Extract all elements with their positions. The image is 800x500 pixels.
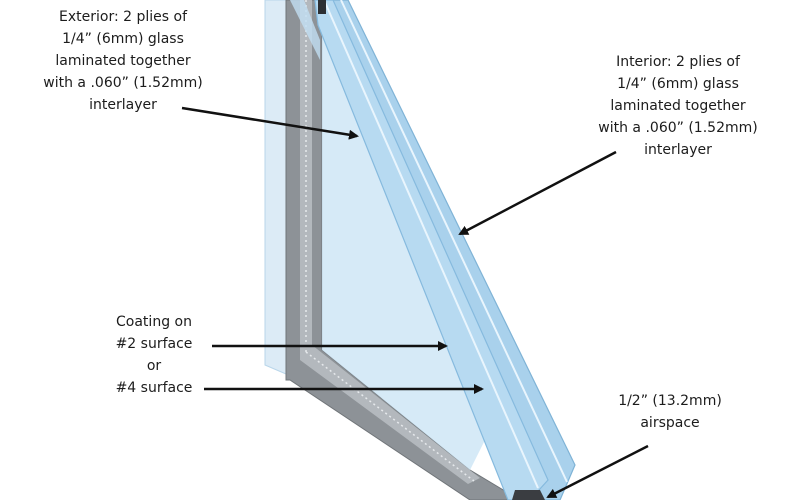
interior-glass-pane-inner: [314, 0, 549, 500]
interior-callout-line: interlayer: [644, 142, 712, 158]
exterior-callout-line: laminated together: [55, 53, 191, 69]
interior-arrow: [458, 150, 617, 236]
interior-callout-line: Interior: 2 plies of: [616, 54, 740, 70]
coating-callout-line: #4 surface: [115, 380, 193, 396]
exterior-callout-line: with a .060” (1.52mm): [43, 75, 203, 91]
interior-callout-line: 1/4” (6mm) glass: [617, 76, 739, 92]
spacer-top-edge: [318, 0, 326, 14]
interior-callout-line: laminated together: [610, 98, 746, 114]
airspace-callout-line: 1/2” (13.2mm): [618, 393, 722, 409]
interior-callout: Interior: 2 plies of 1/4” (6mm) glass la…: [568, 51, 788, 161]
coating-callout-line: Coating on: [116, 314, 192, 330]
interior-callout-line: with a .060” (1.52mm): [598, 120, 758, 136]
exterior-callout: Exterior: 2 plies of 1/4” (6mm) glass la…: [18, 6, 228, 116]
exterior-arrow: [181, 106, 359, 140]
exterior-glass-edge: [290, 0, 320, 60]
airspace-arrow: [546, 444, 649, 499]
exterior-callout-line: 1/4” (6mm) glass: [62, 31, 184, 47]
coating-callout-line: #2 surface: [115, 336, 193, 352]
coating-callout: Coating on #2 surface or #4 surface: [92, 311, 216, 399]
coating-callout-line: or: [146, 358, 162, 374]
interlayer-line-1: [340, 0, 568, 483]
airspace-callout-line: airspace: [640, 415, 700, 431]
spacer-dotted-line-bottom: [305, 351, 475, 482]
interlayer-line-2: [323, 0, 539, 489]
spacer-bottom-edge: [512, 490, 545, 500]
exterior-callout-line: interlayer: [89, 97, 157, 113]
exterior-callout-line: Exterior: 2 plies of: [59, 9, 187, 25]
airspace-callout: 1/2” (13.2mm) airspace: [590, 390, 750, 434]
